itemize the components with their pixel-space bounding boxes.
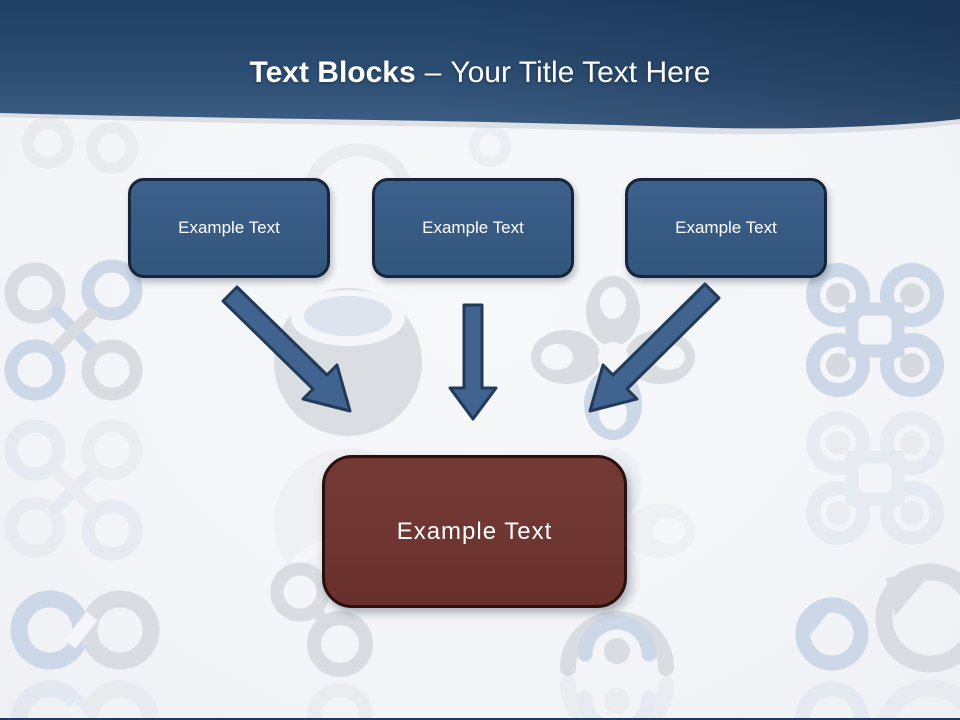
header-wave — [0, 0, 960, 135]
text-block-1-label: Example Text — [178, 218, 280, 237]
arrow-down-right-icon[interactable] — [221, 285, 352, 413]
title-topic: Text Blocks — [249, 56, 416, 89]
linked-circles-icon — [4, 259, 143, 401]
arrow-down-icon[interactable] — [448, 303, 498, 421]
text-block-3[interactable]: Example Text — [625, 178, 827, 278]
infinity-loops-icon — [10, 590, 160, 670]
slide-title[interactable]: Text Blocks–Your Title Text Here — [0, 52, 960, 94]
arrow-down-left-icon[interactable] — [588, 282, 721, 413]
result-block[interactable]: Example Text — [322, 455, 627, 608]
droplets-icon — [795, 563, 960, 673]
bottom-edge-line — [0, 718, 960, 720]
result-block-label: Example Text — [396, 517, 553, 545]
command-key-icon — [806, 263, 944, 397]
text-block-3-label: Example Text — [675, 218, 777, 237]
signal-arcs-icon — [560, 611, 674, 676]
text-block-1[interactable]: Example Text — [128, 178, 330, 278]
partial-rings-icon — [22, 117, 511, 183]
title-separator: – — [424, 56, 442, 89]
text-block-2[interactable]: Example Text — [372, 178, 574, 278]
petal-loops-icon — [270, 562, 373, 677]
text-block-2-label: Example Text — [422, 218, 524, 237]
title-text: Your Title Text Here — [450, 56, 711, 89]
